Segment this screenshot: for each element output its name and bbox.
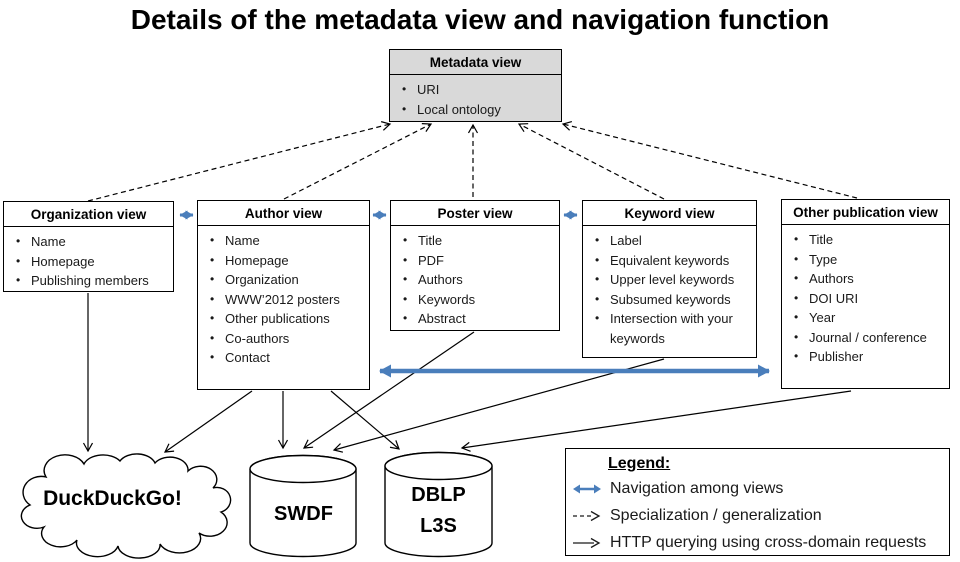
swdf-cylinder-top	[249, 454, 357, 484]
dblp-label-line2: L3S	[420, 515, 457, 537]
bullet-item: Abstract	[403, 309, 555, 329]
metadata-view-title: Metadata view	[390, 50, 561, 75]
dblp-label: DBLP L3S	[385, 480, 492, 542]
keyword-view-items: LabelEquivalent keywordsUpper level keyw…	[583, 231, 756, 348]
bullet-item: URI	[402, 80, 557, 100]
other-publication-view-items: TitleTypeAuthorsDOI URIYearJournal / con…	[782, 230, 949, 367]
solid-arrow-otherpub-to-dblp	[462, 390, 852, 448]
keyword-view-box: Keyword view LabelEquivalent keywordsUpp…	[582, 200, 757, 358]
duckduckgo-cloud-shape	[20, 453, 232, 559]
bullet-item: Name	[210, 231, 365, 251]
bullet-item: Organization	[210, 270, 365, 290]
poster-view-title: Poster view	[391, 201, 559, 226]
author-view-box: Author view NameHomepageOrganizationWWW’…	[197, 200, 370, 390]
duckduckgo-label: DuckDuckGo!	[43, 487, 182, 510]
solid-arrow-poster-to-swdf	[304, 331, 475, 448]
bullet-item: Label	[595, 231, 752, 251]
author-view-items: NameHomepageOrganizationWWW’2012 posters…	[198, 231, 369, 368]
poster-view-box: Poster view TitlePDFAuthorsKeywordsAbstr…	[390, 200, 560, 331]
dblp-cylinder-top	[384, 451, 493, 481]
swdf-cylinder	[249, 454, 357, 558]
solid-arrow-author-to-duckduckgo	[165, 390, 253, 452]
legend-row-specialization: Specialization / generalization	[572, 502, 949, 529]
bullet-item: Publisher	[794, 347, 945, 367]
bullet-item: Name	[16, 232, 169, 252]
bullet-item: PDF	[403, 251, 555, 271]
bullet-item: Local ontology	[402, 100, 557, 120]
bullet-item: Contact	[210, 348, 365, 368]
diagram-title: Details of the metadata view and navigat…	[130, 4, 830, 35]
legend-row-navigation: Navigation among views	[572, 475, 949, 502]
bullet-item: Equivalent keywords	[595, 251, 752, 271]
poster-view-items: TitlePDFAuthorsKeywordsAbstract	[391, 231, 559, 329]
organization-view-box: Organization view NameHomepagePublishing…	[3, 201, 174, 292]
metadata-view-box: Metadata view URILocal ontology	[389, 49, 562, 122]
bullet-item: Intersection with your keywords	[595, 309, 752, 348]
dashed-arrow-icon	[573, 510, 601, 521]
bullet-item: Upper level keywords	[595, 270, 752, 290]
legend-label-navigation: Navigation among views	[610, 479, 784, 497]
author-view-title: Author view	[198, 201, 369, 226]
metadata-view-items: URILocal ontology	[390, 80, 561, 119]
dblp-cylinder	[384, 451, 493, 558]
keyword-view-title: Keyword view	[583, 201, 756, 226]
solid-arrow-author-to-dblp	[330, 390, 399, 449]
legend-label-http: HTTP querying using cross-domain request…	[610, 533, 927, 551]
bullet-item: DOI URI	[794, 289, 945, 309]
bullet-item: Journal / conference	[794, 328, 945, 348]
legend-row-http: HTTP querying using cross-domain request…	[572, 529, 949, 556]
dashed-arrow-author-to-metadata	[283, 124, 431, 200]
dashed-arrow-organization-to-metadata	[87, 124, 390, 202]
other-publication-view-title: Other publication view	[782, 200, 949, 225]
bullet-item: WWW’2012 posters	[210, 290, 365, 310]
bullet-item: Publishing members	[16, 271, 169, 291]
solid-arrow-icon	[573, 537, 601, 548]
bullet-item: Homepage	[16, 252, 169, 272]
bullet-item: Co-authors	[210, 329, 365, 349]
legend-label-specialization: Specialization / generalization	[610, 506, 822, 524]
specialization-arrows-group	[87, 124, 858, 202]
legend-box: Legend: Navigation among views Specializ…	[565, 448, 950, 556]
bullet-item: Homepage	[210, 251, 365, 271]
bullet-item: Year	[794, 308, 945, 328]
bullet-item: Authors	[403, 270, 555, 290]
dblp-label-line1: DBLP	[411, 484, 466, 506]
bullet-item: Title	[794, 230, 945, 250]
bullet-item: Keywords	[403, 290, 555, 310]
other-publication-view-box: Other publication view TitleTypeAuthorsD…	[781, 199, 950, 389]
bullet-item: Title	[403, 231, 555, 251]
organization-view-items: NameHomepagePublishing members	[4, 232, 173, 291]
bullet-item: Subsumed keywords	[595, 290, 752, 310]
organization-view-title: Organization view	[4, 202, 173, 227]
legend-title: Legend:	[608, 455, 671, 472]
navigation-arrows-group	[179, 210, 770, 378]
bullet-item: Type	[794, 250, 945, 270]
dashed-arrow-keyword-to-metadata	[519, 124, 665, 200]
bullet-item: Authors	[794, 269, 945, 289]
navigation-double-arrow-icon	[573, 484, 601, 493]
dashed-arrow-otherpub-to-metadata	[563, 124, 858, 199]
bullet-item: Other publications	[210, 309, 365, 329]
swdf-label: SWDF	[274, 503, 333, 525]
